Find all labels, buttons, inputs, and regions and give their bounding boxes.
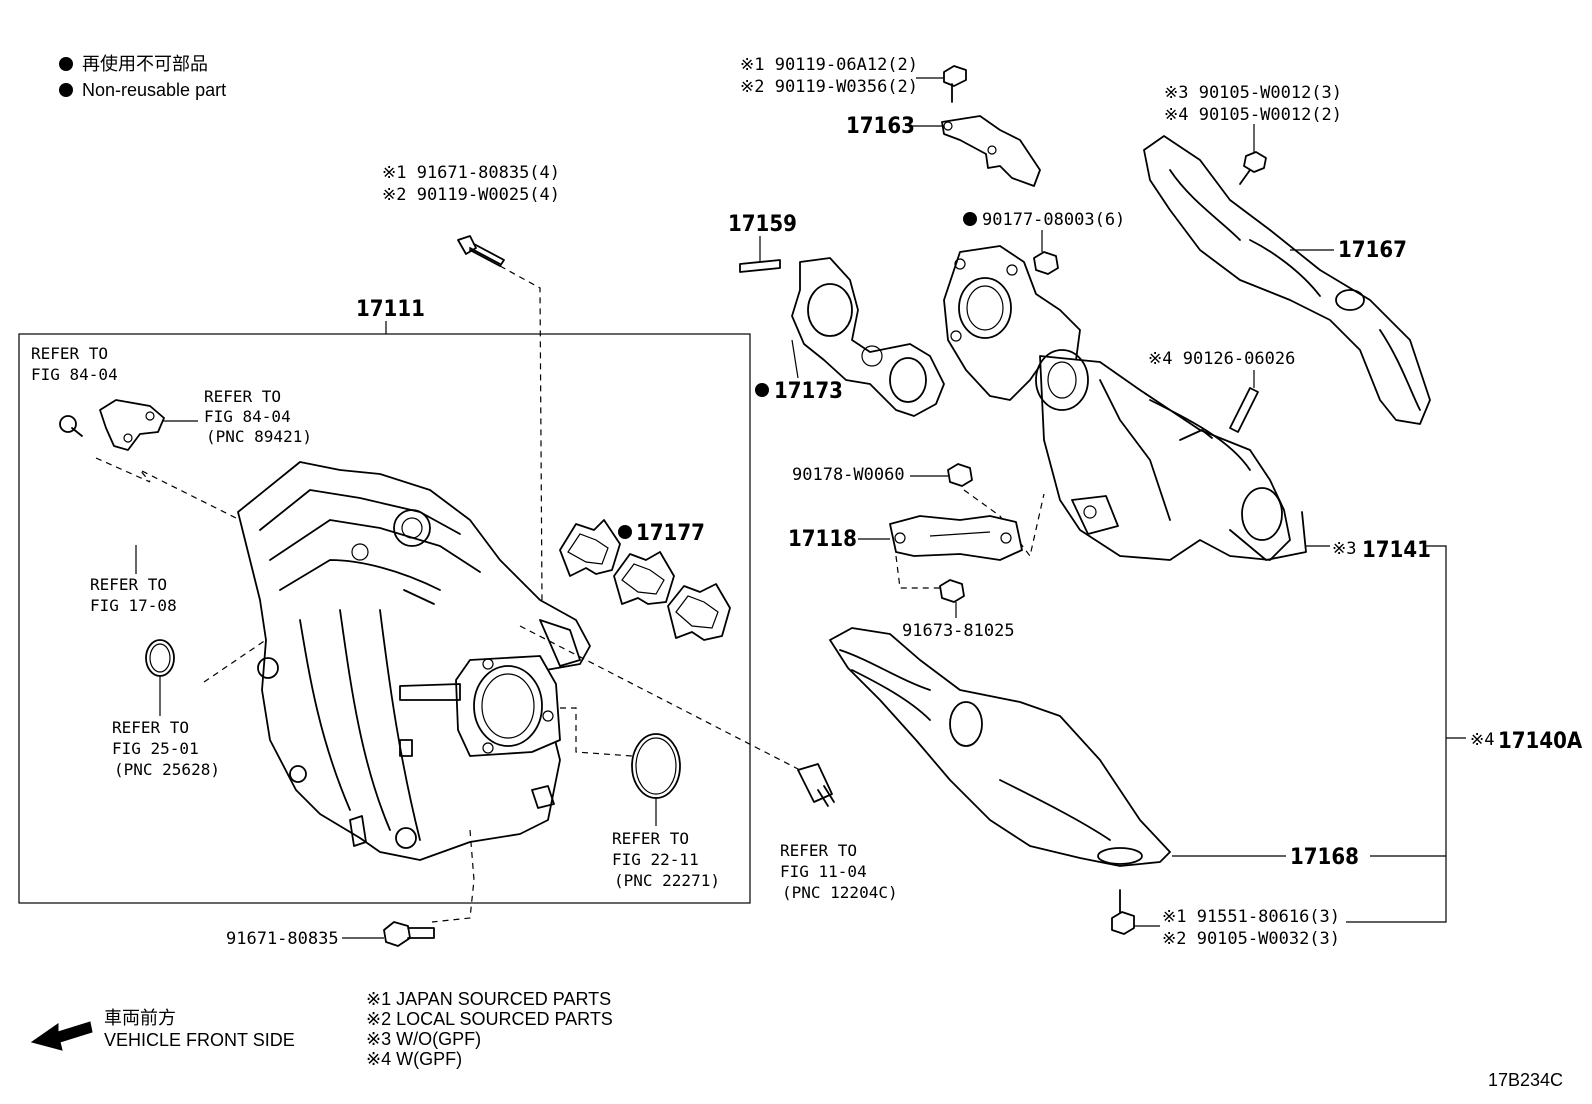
figure-code: 17B234C [1488,1070,1563,1090]
part-number-90177[interactable]: 90177-08003(6) [982,210,1125,230]
non-reusable-bullet-icon [618,525,632,539]
bracket-17163-icon [941,115,1041,187]
vehicle-front-arrow-icon [30,1021,93,1051]
bolt-callout-17163-2[interactable]: ※2 90119-W0356(2) [740,77,918,97]
bolt-icon [1111,889,1135,935]
intake-gasket-icon [559,519,731,641]
bolt-callout-17163-1[interactable]: ※1 90119-06A12(2) [740,55,918,75]
part-number-17111[interactable]: 17111 [356,297,425,322]
bolt-icon [383,921,435,947]
refer-label[interactable]: REFER TO [780,841,857,860]
refer-fig[interactable]: FIG 25-01 [112,739,199,758]
intake-manifold-icon [237,461,591,861]
bolt-icon [943,65,967,103]
refer-fig[interactable]: FIG 22-11 [612,850,699,869]
intake-manifold-group-box [18,333,751,904]
refer-fig[interactable]: FIG 17-08 [90,596,177,615]
part-number-91671-80835[interactable]: 91671-80835 [226,929,339,949]
legend-jp: 再使用不可部品 [82,54,208,74]
non-reusable-bullet-icon [59,83,73,97]
part-number-17163[interactable]: 17163 [846,114,915,139]
footnote-4: ※4 W(GPF) [366,1049,462,1069]
stud-icon [739,259,781,273]
refer-label[interactable]: REFER TO [612,829,689,848]
bolt-icon [457,235,505,267]
refer-fig[interactable]: FIG 84-04 [31,365,118,384]
throttle-gasket-icon [631,733,681,799]
non-reusable-bullet-icon [59,57,73,71]
refer-fig[interactable]: FIG 84-04 [204,407,291,426]
part-number-17177[interactable]: 17177 [636,521,705,546]
part-number-91673[interactable]: 91673-81025 [902,621,1015,641]
exhaust-manifold-converter-icon [943,245,1307,561]
footnote-3: ※3 W/O(GPF) [366,1029,481,1049]
stud-icon [797,763,835,807]
heat-insulator-lower-icon [829,627,1171,867]
stud-icon [1229,387,1259,433]
sensor-bolt-icon [59,415,83,437]
footnote-1: ※1 JAPAN SOURCED PARTS [366,989,611,1009]
bolt-callout-top-2[interactable]: ※2 90119-W0025(4) [382,185,560,205]
refer-fig[interactable]: FIG 11-04 [780,862,867,881]
refer-label[interactable]: REFER TO [112,718,189,737]
footnote-2: ※2 LOCAL SOURCED PARTS [366,1009,613,1029]
refer-label[interactable]: REFER TO [90,575,167,594]
o-ring-icon [145,639,175,677]
part-number-90178[interactable]: 90178-W0060 [792,465,905,485]
bolt-callout-top-1[interactable]: ※1 91671-80835(4) [382,163,560,183]
part-number-17167[interactable]: 17167 [1338,238,1407,263]
refer-label[interactable]: REFER TO [204,387,281,406]
exhaust-gasket-icon [791,257,945,417]
bolt-callout-17168-1[interactable]: ※1 91551-80616(3) [1162,907,1340,927]
vacuum-hose-icon [89,495,251,615]
sensor-icon [99,399,165,451]
bolt-icon [1239,151,1267,185]
legend-en: Non-reusable part [82,80,226,100]
refer-pnc[interactable]: (PNC 25628) [114,760,220,779]
part-number-17118[interactable]: 17118 [788,527,857,552]
part-number-17140a[interactable]: 17140A [1498,729,1583,754]
non-reusable-bullet-icon [755,383,769,397]
direction-jp: 車両前方 [104,1008,176,1028]
refer-label[interactable]: REFER TO [31,344,108,363]
part-17140a-prefix: ※4 [1470,730,1494,750]
refer-pnc[interactable]: (PNC 22271) [614,871,720,890]
heat-insulator-upper-icon [1143,135,1431,425]
part-number-17168[interactable]: 17168 [1290,845,1359,870]
direction-en: VEHICLE FRONT SIDE [104,1030,295,1050]
part-number-17173[interactable]: 17173 [774,379,843,404]
nut-icon [1033,251,1059,275]
part-number-17159[interactable]: 17159 [728,212,797,237]
part-number-90126[interactable]: ※4 90126-06026 [1148,349,1295,369]
bracket-17118-icon [889,515,1023,561]
bolt-callout-17168-2[interactable]: ※2 90105-W0032(3) [1162,929,1340,949]
part-number-17141[interactable]: 17141 [1362,538,1431,563]
refer-pnc[interactable]: (PNC 12204C) [782,883,898,902]
bolt-callout-17167-2[interactable]: ※4 90105-W0012(2) [1164,105,1342,125]
bolt-icon [939,579,965,603]
part-17141-prefix: ※3 [1332,539,1356,559]
non-reusable-bullet-icon [963,212,977,226]
refer-pnc[interactable]: (PNC 89421) [206,427,312,446]
nut-icon [947,463,973,487]
bolt-callout-17167-1[interactable]: ※3 90105-W0012(3) [1164,83,1342,103]
